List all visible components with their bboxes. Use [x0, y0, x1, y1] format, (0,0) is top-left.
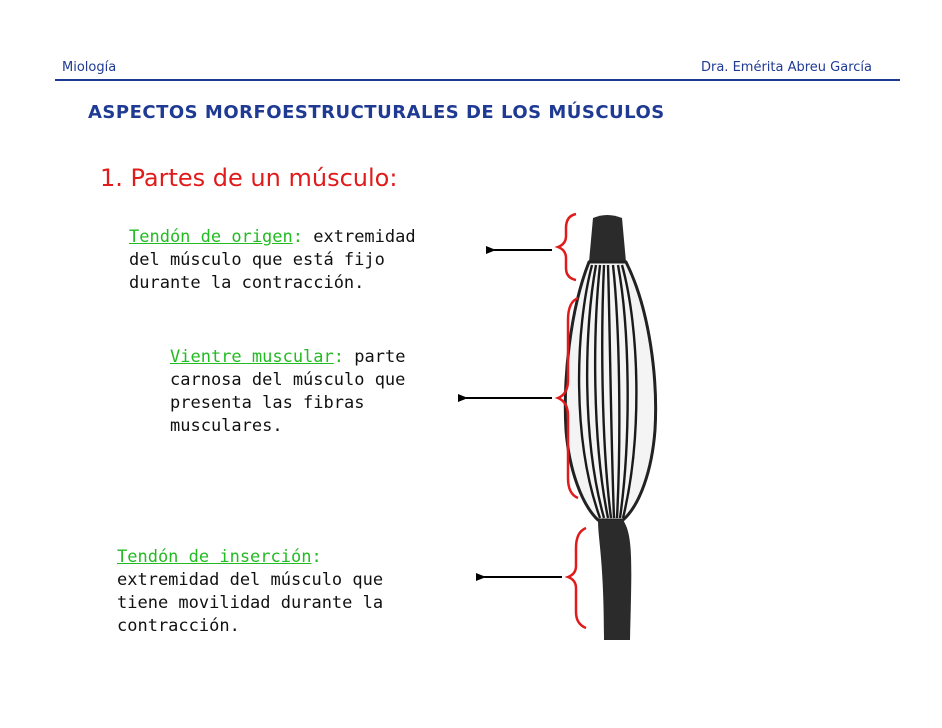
muscle-belly-line-3: presenta las fibras: [170, 393, 365, 413]
insertion-tendon-line-4: contracción.: [117, 616, 240, 636]
muscle-fiber: [620, 264, 638, 519]
muscle-fiber: [585, 264, 606, 519]
header-rule: [55, 79, 900, 81]
page-title: ASPECTOS MORFOESTRUCTURALES DE LOS MÚSCU…: [88, 102, 665, 123]
muscle-illustration: [563, 215, 658, 640]
muscle-fiber: [577, 264, 602, 519]
origin-tendon-description: Tendón de origen: extremidad del músculo…: [129, 226, 469, 295]
muscle-belly-line-1: parte: [344, 347, 406, 367]
muscle-fiber: [616, 264, 629, 519]
insertion-tendon-term: Tendón de inserción: [117, 547, 312, 567]
insertion-tendon-line-3: tiene movilidad durante la: [117, 593, 384, 613]
muscle-belly-description: Vientre muscular: parte carnosa del músc…: [170, 346, 450, 438]
muscle-belly-line-4: musculares.: [170, 416, 283, 436]
origin-bracket: [554, 212, 577, 282]
muscle-fiber: [593, 264, 610, 519]
origin-tendon-shape: [589, 215, 626, 262]
header-author: Dra. Emérita Abreu García: [700, 60, 872, 75]
origin-tendon-colon: :: [292, 227, 304, 247]
insertion-tendon-description: Tendón de inserción: extremidad del músc…: [117, 546, 437, 638]
brackets: [554, 212, 587, 630]
header-subject: Miología: [62, 60, 117, 75]
insertion-bracket: [564, 526, 587, 630]
muscle-fiber: [606, 264, 616, 519]
origin-tendon-line-1: extremidad: [303, 227, 416, 247]
origin-tendon-line-3: durante la contracción.: [129, 273, 365, 293]
origin-tendon-line-2: del músculo que está fijo: [129, 250, 385, 270]
insertion-tendon-colon: :: [311, 547, 322, 567]
insertion-tendon-shape: [598, 520, 632, 640]
insertion-tendon-line-2: extremidad del músculo que: [117, 570, 384, 590]
section-heading: 1. Partes de un músculo:: [100, 164, 398, 192]
origin-tendon-term: Tendón de origen: [129, 227, 293, 247]
muscle-fibers: [577, 264, 638, 519]
muscle-fiber: [611, 264, 621, 519]
arrows: [458, 246, 562, 581]
belly-bracket: [554, 296, 579, 500]
muscle-belly-line-2: carnosa del músculo que: [170, 370, 406, 390]
muscle-belly-term: Vientre muscular: [170, 347, 334, 367]
muscle-belly-colon: :: [333, 347, 345, 367]
muscle-fiber: [601, 264, 613, 519]
